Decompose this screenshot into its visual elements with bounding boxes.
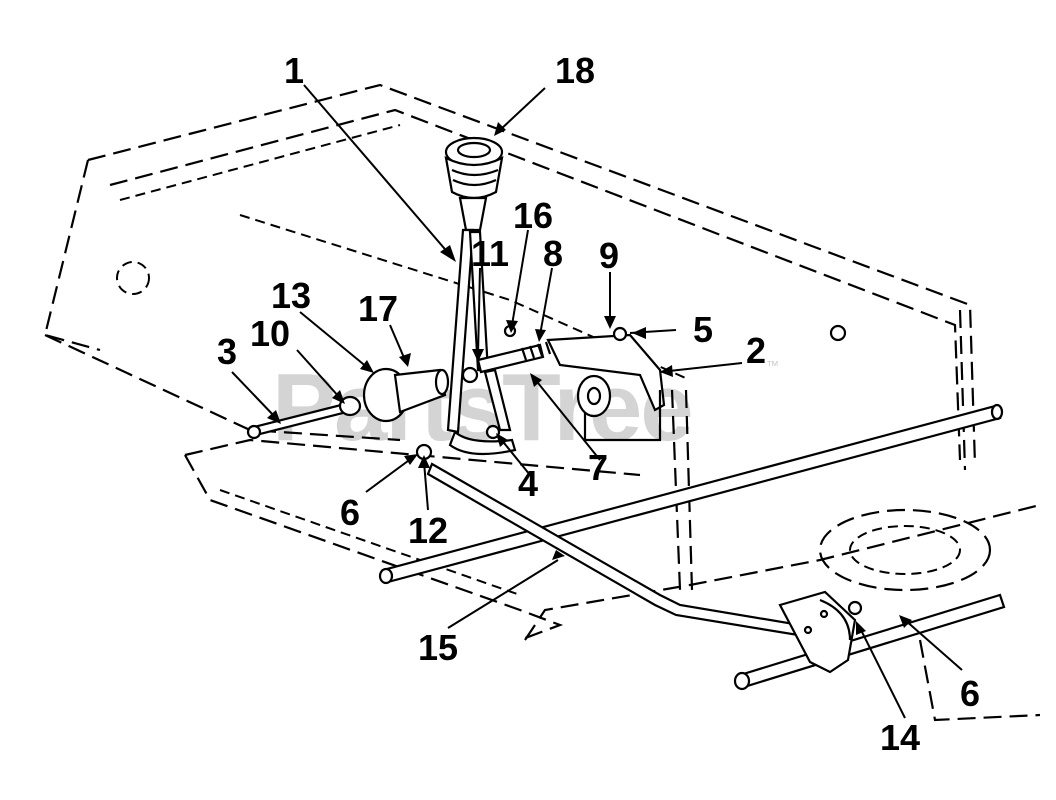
leader-6b (904, 619, 963, 671)
leader-17 (389, 324, 406, 361)
callout-labels: 1 18 16 11 8 9 13 17 10 3 5 2 7 4 6 12 1… (217, 50, 980, 758)
leader-4 (499, 437, 531, 476)
bracket-bolt (485, 424, 501, 440)
watermark-trademark: ™ (766, 358, 779, 373)
axle-end (733, 671, 751, 691)
leader-1 (303, 84, 451, 256)
deck-left-edge (184, 454, 564, 642)
shift-knob (444, 136, 504, 232)
callout-1: 1 (284, 50, 304, 91)
deck-pulley-inner (849, 525, 961, 575)
callout-9: 9 (599, 235, 619, 276)
leader-13 (299, 311, 369, 369)
deck-pulley-housing (818, 508, 992, 592)
hub-end (434, 368, 450, 396)
callout-18: 18 (555, 50, 595, 91)
callout-2: 2 (746, 330, 766, 371)
callout-4: 4 (518, 463, 538, 504)
rod-end (246, 424, 262, 440)
rear-rod-end (378, 567, 394, 585)
callout-6: 6 (340, 492, 360, 533)
cam-plate (778, 590, 863, 674)
frame-rear-post (958, 309, 967, 471)
leader-11 (477, 267, 481, 356)
callout-8: 8 (543, 233, 563, 274)
lever-bracket-foot (448, 430, 517, 456)
leader-12 (423, 461, 429, 511)
transmission-body (583, 390, 662, 442)
rod-assembly (246, 395, 362, 440)
chassis-outline (43, 83, 1041, 722)
leader-16 (511, 229, 529, 326)
leader-14 (859, 627, 906, 719)
callout-6-right: 6 (960, 673, 980, 714)
callout-5: 5 (693, 309, 713, 350)
frame-inner-edge (109, 108, 962, 461)
bracket-nut (612, 326, 628, 342)
cam-plate-body (778, 590, 857, 674)
deck-inner-edge (219, 489, 521, 596)
lever-bracket-arm (483, 368, 512, 432)
shift-hub (393, 368, 447, 414)
callout-10: 10 (250, 313, 290, 354)
callout-7: 7 (588, 447, 608, 488)
lever-pivot (461, 366, 479, 384)
transmission-pulley (576, 374, 612, 418)
frame-post-right (684, 389, 694, 591)
frame-post-left (670, 389, 682, 591)
cam-nut (847, 600, 863, 616)
deck-right-corner (918, 639, 1041, 722)
shift-plate (362, 367, 450, 423)
rear-rod-end-2 (990, 403, 1004, 421)
callout-13: 13 (271, 275, 311, 316)
leader-15 (447, 559, 559, 629)
leader-2 (659, 362, 743, 373)
rod-washer (338, 395, 362, 417)
leader-8 (539, 267, 553, 336)
callout-3: 3 (217, 331, 237, 372)
callout-15: 15 (418, 627, 458, 668)
leader-3 (231, 371, 277, 419)
leader-10 (296, 349, 341, 399)
callout-11: 11 (471, 233, 509, 274)
callout-14: 14 (880, 717, 920, 758)
leader-arrowheads (267, 122, 912, 635)
frame-left-edge (43, 159, 101, 352)
deck-front-edge (524, 503, 1041, 641)
transmission (576, 374, 662, 442)
frame-rib-1 (119, 124, 401, 201)
callout-17: 17 (358, 288, 398, 329)
shift-lever (446, 228, 475, 434)
leader-lines (231, 84, 963, 719)
leader-6a (365, 457, 413, 493)
spring-shaft (476, 324, 666, 412)
deck-top-edge (184, 438, 641, 477)
frame-hole-2 (829, 324, 847, 342)
spring (520, 341, 552, 361)
leader-7 (533, 377, 601, 461)
shift-lever-assembly (415, 136, 517, 461)
frame-hole (116, 261, 150, 295)
leader-18 (499, 87, 546, 131)
shaft (476, 343, 545, 374)
callout-16: 16 (513, 195, 553, 236)
callout-12: 12 (408, 510, 448, 551)
